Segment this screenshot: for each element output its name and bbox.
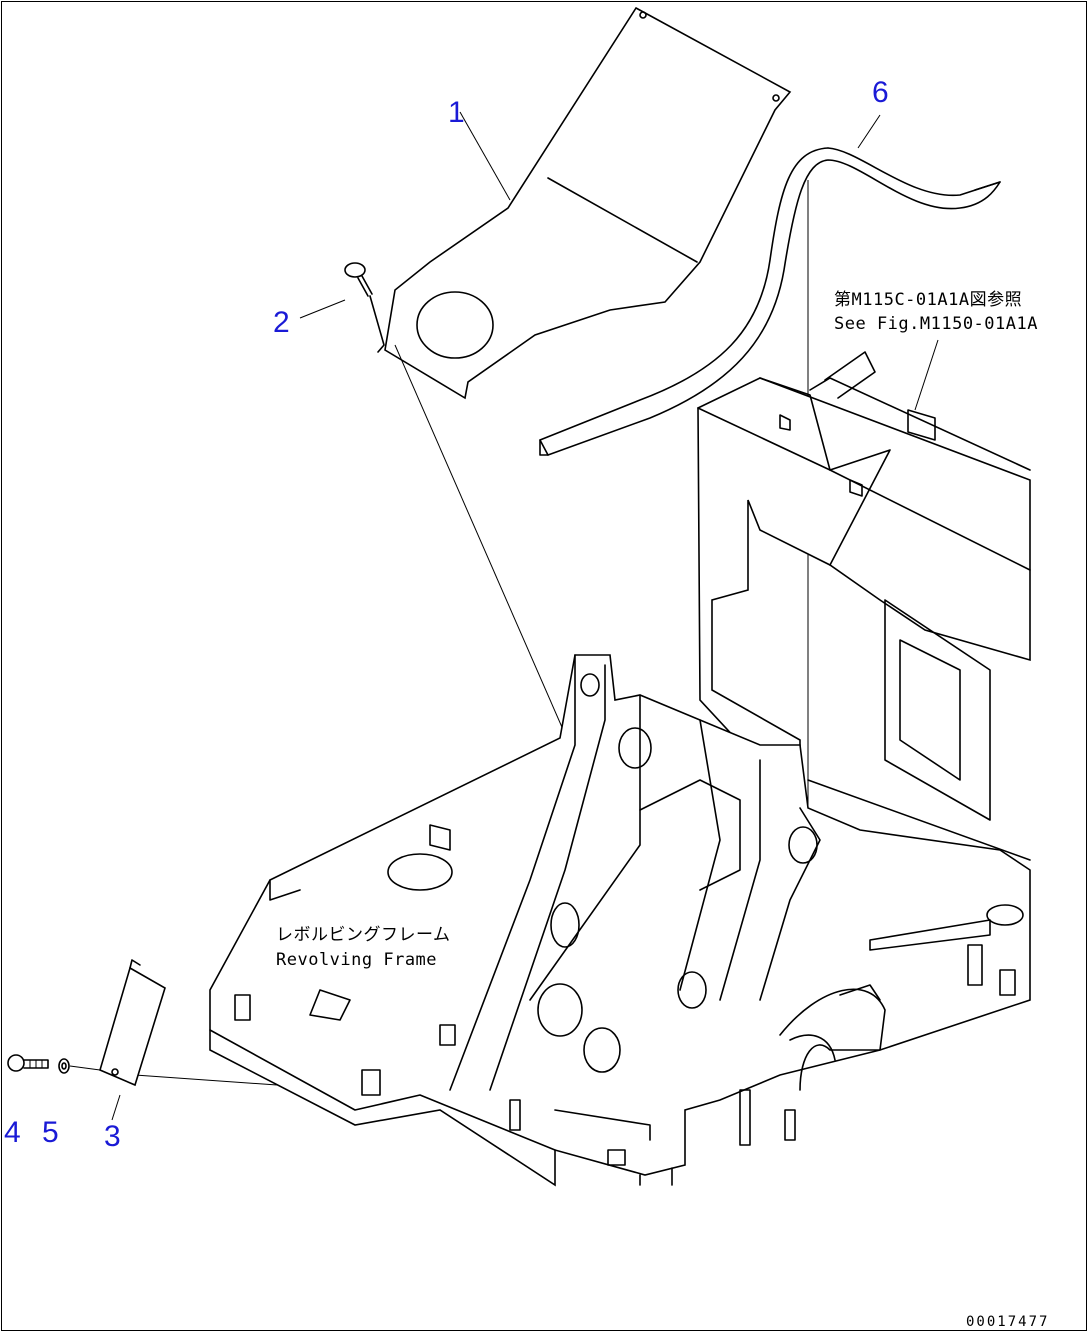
part-1-cover-plate [384,6,792,400]
callout-5: 5 [42,1116,59,1149]
part-3-small-cover [99,959,166,1087]
frame-label-en: Revolving Frame [276,950,438,970]
part-5-washer [58,1058,101,1074]
part-6-bar [539,147,1001,456]
callout-2: 2 [273,306,290,339]
reference-note-ja: 第M115C-01A1A図参照 [834,290,1023,310]
callout-1: 1 [448,96,465,129]
reference-note-en: See Fig.M1150-01A1A [834,314,1038,334]
drawing-code: 00017477 [966,1314,1050,1330]
callout-6: 6 [872,76,889,109]
part-2-bolt [344,262,385,353]
part-4-bolt [7,1054,49,1072]
callout-4: 4 [4,1116,21,1149]
revolving-frame [209,654,1031,1187]
frame-label-ja: レボルビングフレーム [276,925,451,945]
callout-3: 3 [104,1120,121,1153]
